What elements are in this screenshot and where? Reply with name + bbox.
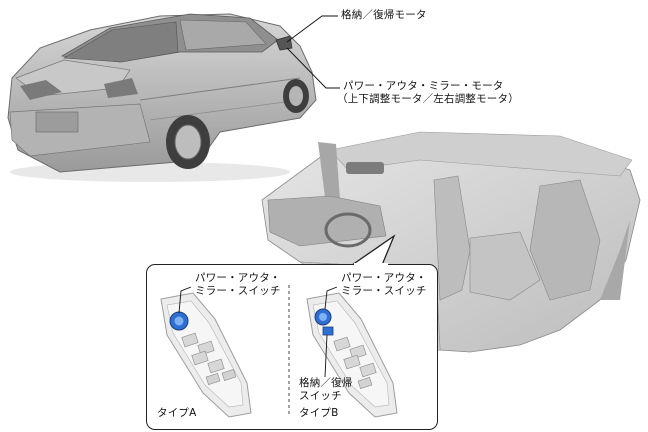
type-b-switch-label-line2: ミラー・スイッチ xyxy=(341,285,427,298)
car-exterior-illustration xyxy=(8,14,316,182)
type-b-fold-switch-label-line1: 格納／復帰 xyxy=(299,377,353,390)
switch-panel-type-a xyxy=(161,287,251,417)
switch-detail-inset: パワー・アウタ・ ミラー・スイッチ タイプA パワー・アウタ・ ミラー・スイッチ… xyxy=(146,264,438,430)
type-b-fold-switch-label-line2: スイッチ xyxy=(299,390,342,403)
type-a-switch-label-line2: ミラー・スイッチ xyxy=(195,285,281,298)
label-mirror-motor: パワー・アウタ・ミラー・モータ xyxy=(343,80,504,93)
leader-fold-motor xyxy=(287,16,338,42)
label-mirror-motor-detail: （上下調整モータ／左右調整モータ） xyxy=(337,93,519,106)
fold-switch-type-b xyxy=(323,327,333,335)
type-b-caption: タイプB xyxy=(299,407,339,420)
type-b-switch-label-line1: パワー・アウタ・ xyxy=(341,272,427,285)
type-a-caption: タイプA xyxy=(157,407,196,420)
label-fold-motor: 格納／復帰モータ xyxy=(341,9,427,22)
type-a-switch-label-line1: パワー・アウタ・ xyxy=(195,272,281,285)
